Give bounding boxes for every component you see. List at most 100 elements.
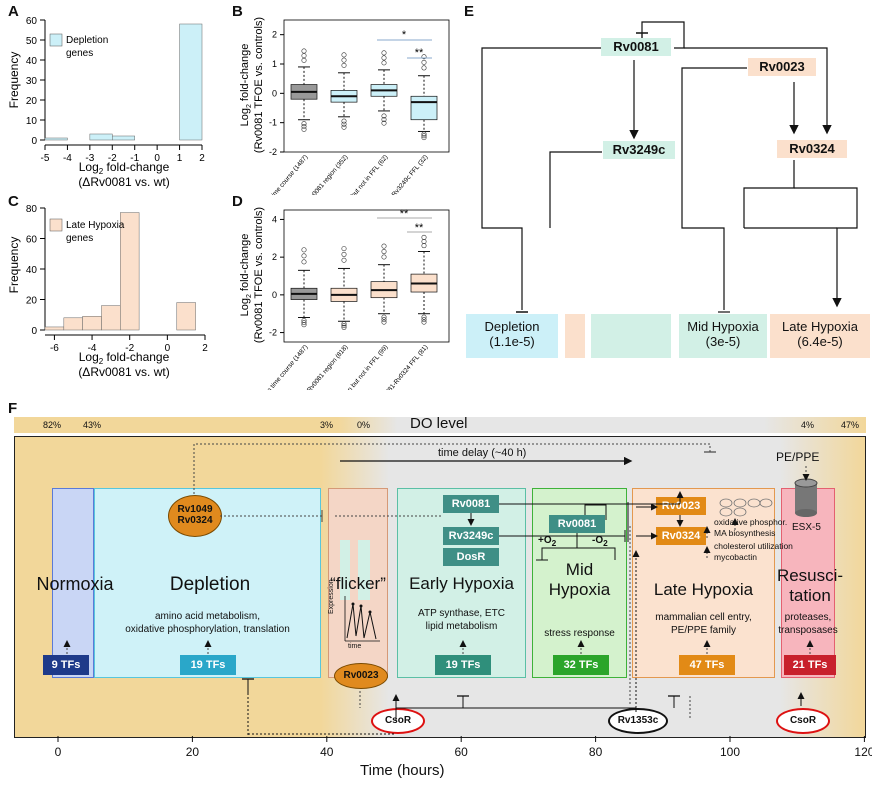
node-rv0023: Rv0023 xyxy=(748,58,816,76)
ytick-label-box: 2 xyxy=(272,252,277,262)
outlier xyxy=(341,251,347,257)
node-rv0081: Rv0081 xyxy=(601,38,671,56)
outlier xyxy=(301,124,307,130)
oval-rv1049: Rv1049 xyxy=(177,504,213,515)
target-late-name: Late Hypoxia xyxy=(782,319,858,334)
bar-c xyxy=(63,317,83,331)
target-late-p: (6.4e-5) xyxy=(797,334,843,349)
outlier xyxy=(421,131,427,137)
boxes-b xyxy=(290,48,438,141)
xlabel-a-2: (ΔRv0081 vs. wt) xyxy=(78,175,169,189)
func-early-1: ATP synthase, ETC xyxy=(418,608,505,619)
time-axis xyxy=(57,736,865,742)
title-resus-1: Resusci- xyxy=(776,566,844,585)
bar-c xyxy=(120,212,140,331)
target-mid-name: Mid Hypoxia xyxy=(687,319,759,334)
do-pct-2: 43% xyxy=(83,420,102,430)
xlabel-c: Log2 fold-change xyxy=(79,350,170,366)
legend-a-2: genes xyxy=(66,48,93,59)
outlier xyxy=(421,234,427,240)
outlier xyxy=(301,320,307,326)
func-early-2: lipid metabolism xyxy=(425,621,498,632)
ytick-label-box: 4 xyxy=(272,214,277,224)
outlier xyxy=(301,259,307,265)
late-note-1: oxidative phosphor. xyxy=(714,517,788,527)
outlier xyxy=(421,314,427,320)
legend-a-1: Depletion xyxy=(66,35,108,46)
outlier xyxy=(341,321,347,327)
tf-mid: 32 TFs xyxy=(553,655,609,675)
do-pct-5: 4% xyxy=(801,420,815,430)
outlier xyxy=(381,249,387,255)
xtick-label-c: -6 xyxy=(50,343,59,354)
mid-rv0081: Rv0081 xyxy=(549,515,605,533)
bar-a xyxy=(44,137,68,141)
title-late: Late Hypoxia xyxy=(653,580,754,599)
time-tick-label: 40 xyxy=(320,745,334,759)
ytick-label-a: 30 xyxy=(26,76,38,87)
ytick-label-box: 0 xyxy=(272,290,277,300)
title-mid-2: Hypoxia xyxy=(548,580,611,599)
bars-a xyxy=(44,23,203,141)
time-axis-title: Time (hours) xyxy=(360,762,445,779)
outlier xyxy=(341,324,347,330)
outlier xyxy=(341,121,347,127)
category-label: Genes not DE in time course (1487) xyxy=(238,154,310,195)
ylabel-b-2: (Rv0081 TFOE vs. controls) xyxy=(253,17,265,153)
outlier xyxy=(381,317,387,323)
outlier xyxy=(301,322,307,328)
outlier xyxy=(341,118,347,124)
outlier xyxy=(341,246,347,252)
xtick-label-c: -2 xyxy=(125,343,134,354)
outlier xyxy=(381,254,387,260)
bar-c xyxy=(176,302,196,331)
func-depletion-1: amino acid metabolism, xyxy=(154,611,261,622)
pe-ppe-label: PE/PPE xyxy=(776,450,820,464)
early-rv3249c: Rv3249c xyxy=(443,527,499,545)
title-mid-1: Mid xyxy=(565,560,594,579)
outlier xyxy=(381,117,387,123)
xtick-label-a: 0 xyxy=(154,153,160,164)
time-tick-label: 60 xyxy=(454,745,468,759)
outlier xyxy=(301,247,307,253)
phase-resuscitation xyxy=(781,488,835,678)
title-resus-2: tation xyxy=(789,586,831,605)
categories-d: Genes not DE in time course (1487)Late h… xyxy=(238,344,430,390)
ytick-label-box: 0 xyxy=(272,88,277,98)
outlier xyxy=(421,317,427,323)
title-early: Early Hypoxia xyxy=(409,574,514,593)
late-note-3: cholesterol utilization xyxy=(714,541,793,551)
outlier xyxy=(301,126,307,132)
time-tick-label: 20 xyxy=(185,745,200,759)
legend-c-2: genes xyxy=(66,233,93,244)
outlier xyxy=(381,120,387,126)
panel-label-c: C xyxy=(8,193,19,210)
func-resus-1: proteases, xyxy=(784,612,832,623)
bar-c xyxy=(44,326,65,331)
ylabel-b: Log2 fold-change xyxy=(239,44,253,127)
target-early-block xyxy=(591,314,671,358)
outlier xyxy=(421,59,427,65)
panel-label-b: B xyxy=(232,3,243,20)
ylabel-d-2: (Rv0081 TFOE vs. controls) xyxy=(253,207,265,343)
legend-swatch-c xyxy=(49,218,63,232)
bar-a xyxy=(112,135,135,141)
outlier xyxy=(341,124,347,130)
xlabel-c-2: (ΔRv0081 vs. wt) xyxy=(78,365,169,379)
outlier xyxy=(341,323,347,329)
early-dosr: DosR xyxy=(443,548,499,566)
panel-label-e: E xyxy=(464,3,475,20)
func-late-1: mammalian cell entry, xyxy=(655,612,752,623)
ytick-label-box: 2 xyxy=(272,30,277,40)
outlier xyxy=(341,257,347,263)
outlier xyxy=(421,65,427,71)
title-depletion: Depletion xyxy=(169,574,251,595)
do-pct-6: 47% xyxy=(841,420,860,430)
network-e xyxy=(481,21,858,313)
early-rv0081: Rv0081 xyxy=(443,495,499,513)
xtick-label-a: 1 xyxy=(177,153,183,164)
ytick-label-a: 50 xyxy=(26,36,38,47)
